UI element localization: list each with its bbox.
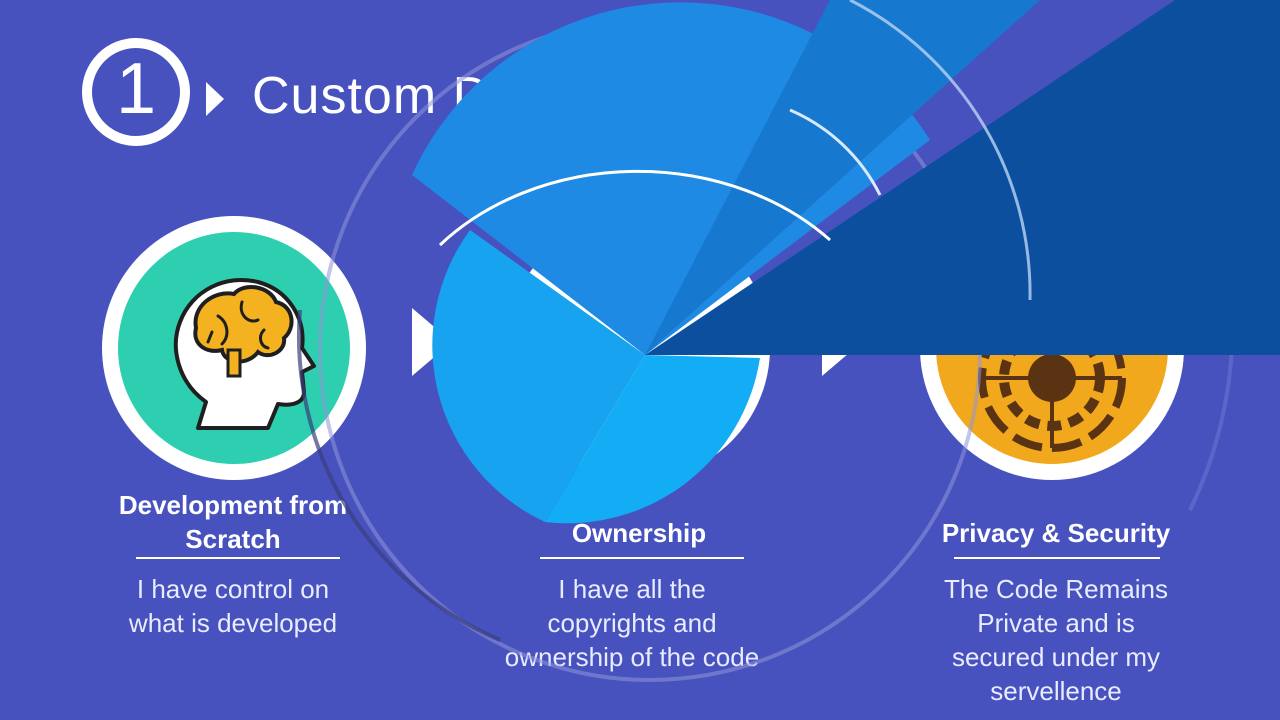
feature-2-title: Ownership — [506, 516, 772, 550]
feature-1-title-line2: Scratch — [185, 524, 281, 554]
overlay-fan-bottom — [545, 355, 760, 524]
feature-3-title: Privacy & Security — [920, 516, 1192, 550]
overlay-arc-white-3 — [849, 0, 1032, 301]
feature-1-divider — [136, 557, 340, 559]
feature-2-title-line1: Ownership — [571, 518, 707, 548]
feature-1-circle — [118, 232, 350, 464]
chevron-right-icon — [206, 82, 224, 116]
overlay-arc-white-1 — [438, 169, 831, 247]
feature-3-divider — [954, 557, 1160, 559]
overlay-arc-white-2 — [789, 108, 882, 196]
overlay-wedge-mid — [645, 0, 1040, 355]
overlay-fan-left — [432, 230, 645, 522]
feature-3-description: The Code Remains Private and is secured … — [916, 572, 1196, 708]
step-number-badge: 1 — [82, 38, 190, 146]
feature-2-desc-line3: ownership of the code — [504, 642, 760, 672]
step-number: 1 — [115, 49, 157, 129]
brain-head-icon — [173, 277, 316, 430]
feature-1-desc-line1: I have control on — [136, 574, 330, 604]
feature-1-title-line1: Development from — [118, 490, 348, 520]
feature-3-desc-line4: servellence — [990, 676, 1122, 706]
feature-2-desc-line2: copyrights and — [547, 608, 717, 638]
feature-2-desc-line1: I have all the — [558, 574, 706, 604]
feature-3-desc-line1: The Code Remains — [944, 574, 1168, 604]
feature-1-ring — [102, 216, 366, 480]
overlay-arc-dark — [296, 309, 501, 642]
feature-3-desc-line2: Private and is — [977, 608, 1135, 638]
overlay-wedge-dark — [645, 0, 1280, 355]
feature-3-title-line1: Privacy & Security — [941, 518, 1171, 548]
feature-1-description: I have control on what is developed — [90, 572, 376, 640]
feature-3-desc-line3: secured under my — [951, 642, 1161, 672]
feature-2-description: I have all the copyrights and ownership … — [476, 572, 788, 674]
feature-2-divider — [540, 557, 744, 559]
feature-1-desc-line2: what is developed — [128, 608, 338, 638]
feature-1-title: Development from Scratch — [100, 488, 366, 556]
